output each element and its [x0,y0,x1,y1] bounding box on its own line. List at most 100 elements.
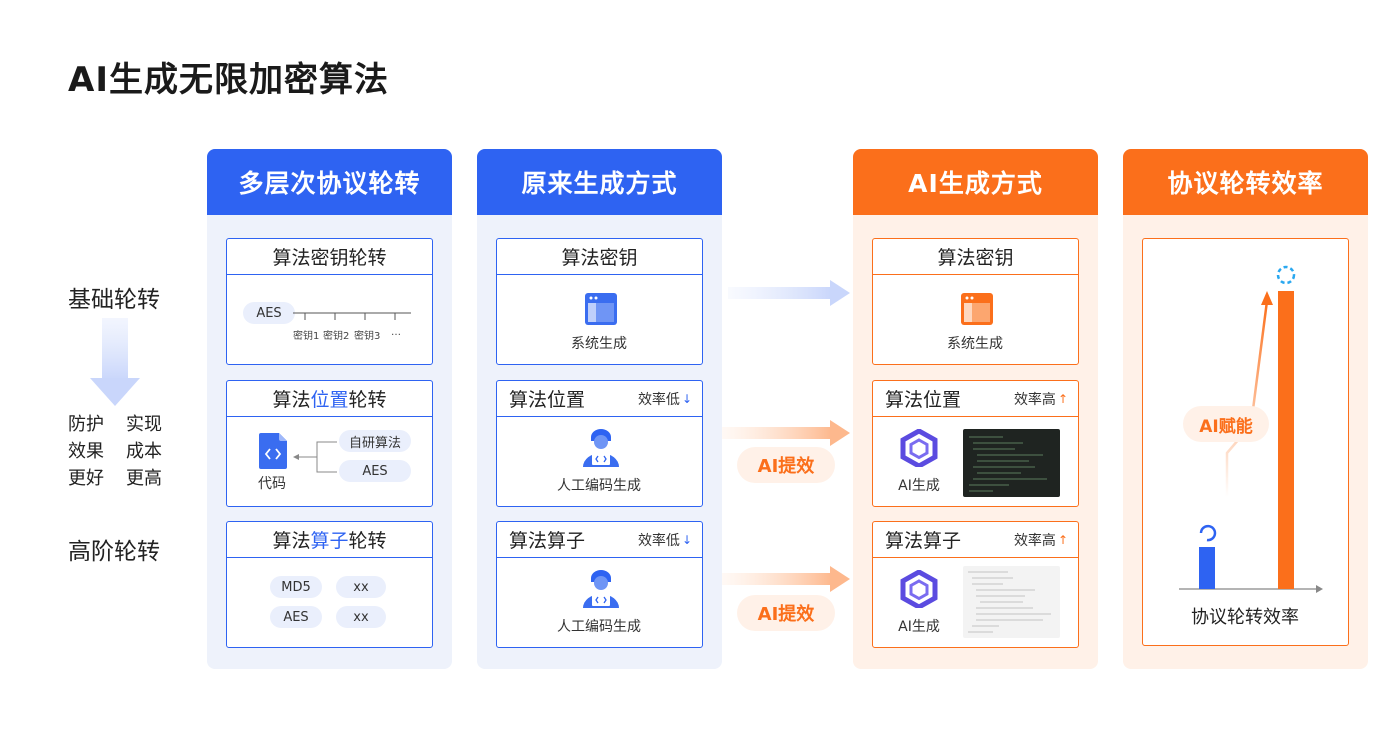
key-label-more: … [391,327,401,338]
loading-icon [1276,265,1296,285]
coder-person-icon [583,429,619,467]
axis-arrow [1316,585,1323,593]
column-rotation-efficiency: 协议轮转效率 AI赋能 协议轮转效率 [1123,149,1368,669]
column-header: 原来生成方式 [477,149,722,215]
card-position-rotation: 算法位置轮转 代码 自研算法 AES [226,380,433,507]
key-timeline-line [293,312,411,320]
benefit-text-2: 实现 [126,414,162,435]
card-title-row: 算法位置 效率低↓ [497,381,702,417]
option-pill-aes: AES [339,460,411,482]
card-title-row: 算法算子 效率高↑ [873,522,1078,558]
efficiency-text: 效率高 [1013,532,1056,549]
title-part: 轮转 [348,530,387,552]
loading-icon [1199,524,1217,542]
benefit-text-6: 更高 [126,468,162,489]
efficiency-tag: 效率低↓ [638,389,692,409]
key-label-3: 密钥3 [354,331,381,342]
aes-pill: AES [243,302,295,324]
efficiency-tag: 效率低↓ [638,530,692,550]
key-label-2: 密钥2 [323,331,350,342]
generation-label: 人工编码生成 [557,478,641,494]
efficiency-tag: 效率高↑ [1014,389,1068,409]
card-title: 算法算子 [885,530,962,552]
efficiency-chart: AI赋能 协议轮转效率 [1142,238,1349,646]
benefit-text-1: 防护 [68,414,104,435]
card-title: 算法位置 [509,389,586,411]
coder-person-icon [583,570,619,608]
arrow-right-orange [722,566,850,592]
card-title: 算法算子轮转 [227,522,432,558]
arrow-right-orange [722,420,850,446]
ai-model-icon [900,570,938,608]
title-part: 算法 [272,389,311,411]
card-algorithm-key: 算法密钥 系统生成 [496,238,703,365]
title-highlight: 位置 [310,389,349,411]
generation-label: AI生成 [898,619,940,635]
card-title: 算法密钥 [873,239,1078,275]
code-label: 代码 [258,476,286,492]
operator-pill: xx [336,576,386,598]
page-title: AI生成无限加密算法 [68,60,389,100]
arrow-down-icon: ↓ [681,532,692,547]
chart-label: 协议轮转效率 [1191,607,1299,628]
generation-label: 系统生成 [947,336,1003,352]
column-header: 多层次协议轮转 [207,149,452,215]
card-operator-rotation: 算法算子轮转 MD5 xx AES xx [226,521,433,648]
benefit-text-3: 效果 [68,441,104,462]
code-file-icon [259,433,287,469]
column-multilayer-rotation: 多层次协议轮转 算法密钥轮转 AES 密钥1 密钥2 密钥3 … 算法位置轮转 [207,149,452,669]
operator-pill: AES [270,606,322,628]
benefit-text-4: 成本 [126,441,162,462]
ai-model-icon [900,429,938,467]
card-algorithm-key: 算法密钥 系统生成 [872,238,1079,365]
trend-line [1225,300,1269,497]
generation-label: 系统生成 [571,336,627,352]
key-label-1: 密钥1 [293,331,320,342]
card-title: 算法算子 [509,530,586,552]
ai-empower-badge: AI赋能 [1183,406,1269,442]
branch-connector [293,441,337,473]
generation-label: 人工编码生成 [557,619,641,635]
arrow-up-icon: ↑ [1057,391,1068,406]
ai-boost-badge: AI提效 [737,595,835,631]
basic-rotation-label: 基础轮转 [68,287,160,313]
browser-window-icon [585,293,617,325]
advanced-rotation-label: 高阶轮转 [68,539,160,565]
code-editor-light-image [963,566,1060,638]
code-editor-dark-image [963,429,1060,497]
efficiency-text: 效率低 [637,391,680,408]
bar-original [1199,547,1215,589]
efficiency-text: 效率低 [637,532,680,549]
benefit-text-5: 更好 [68,468,104,489]
card-algorithm-operator: 算法算子 效率低↓ 人工编码生成 [496,521,703,648]
title-highlight: 算子 [310,530,349,552]
down-arrow-icon [90,318,140,406]
browser-window-icon [961,293,993,325]
column-ai-generation: AI生成方式 算法密钥 系统生成 算法位置 效率高↑ AI生成 [853,149,1098,669]
card-key-rotation: 算法密钥轮转 AES 密钥1 密钥2 密钥3 … [226,238,433,365]
card-title: 算法位置轮转 [227,381,432,417]
card-title: 算法位置 [885,389,962,411]
card-algorithm-position: 算法位置 效率高↑ AI生成 [872,380,1079,507]
efficiency-bars [1179,265,1323,593]
card-title: 算法密钥 [497,239,702,275]
generation-label: AI生成 [898,478,940,494]
card-title-row: 算法位置 效率高↑ [873,381,1078,417]
title-part: 算法 [272,530,311,552]
option-pill-custom: 自研算法 [339,430,411,452]
column-original-generation: 原来生成方式 算法密钥 系统生成 算法位置 效率低↓ [477,149,722,669]
arrow-down-icon: ↓ [681,391,692,406]
card-algorithm-position: 算法位置 效率低↓ 人工编码生成 [496,380,703,507]
arrow-right-blue [728,280,850,306]
ai-boost-badge: AI提效 [737,447,835,483]
operator-pill: xx [336,606,386,628]
card-title: 算法密钥轮转 [227,239,432,275]
column-header: AI生成方式 [853,149,1098,215]
operator-pill: MD5 [270,576,322,598]
card-algorithm-operator: 算法算子 效率高↑ AI生成 [872,521,1079,648]
efficiency-text: 效率高 [1013,391,1056,408]
card-title-row: 算法算子 效率低↓ [497,522,702,558]
bar-ai [1278,291,1294,589]
arrow-up-icon: ↑ [1057,532,1068,547]
column-header: 协议轮转效率 [1123,149,1368,215]
